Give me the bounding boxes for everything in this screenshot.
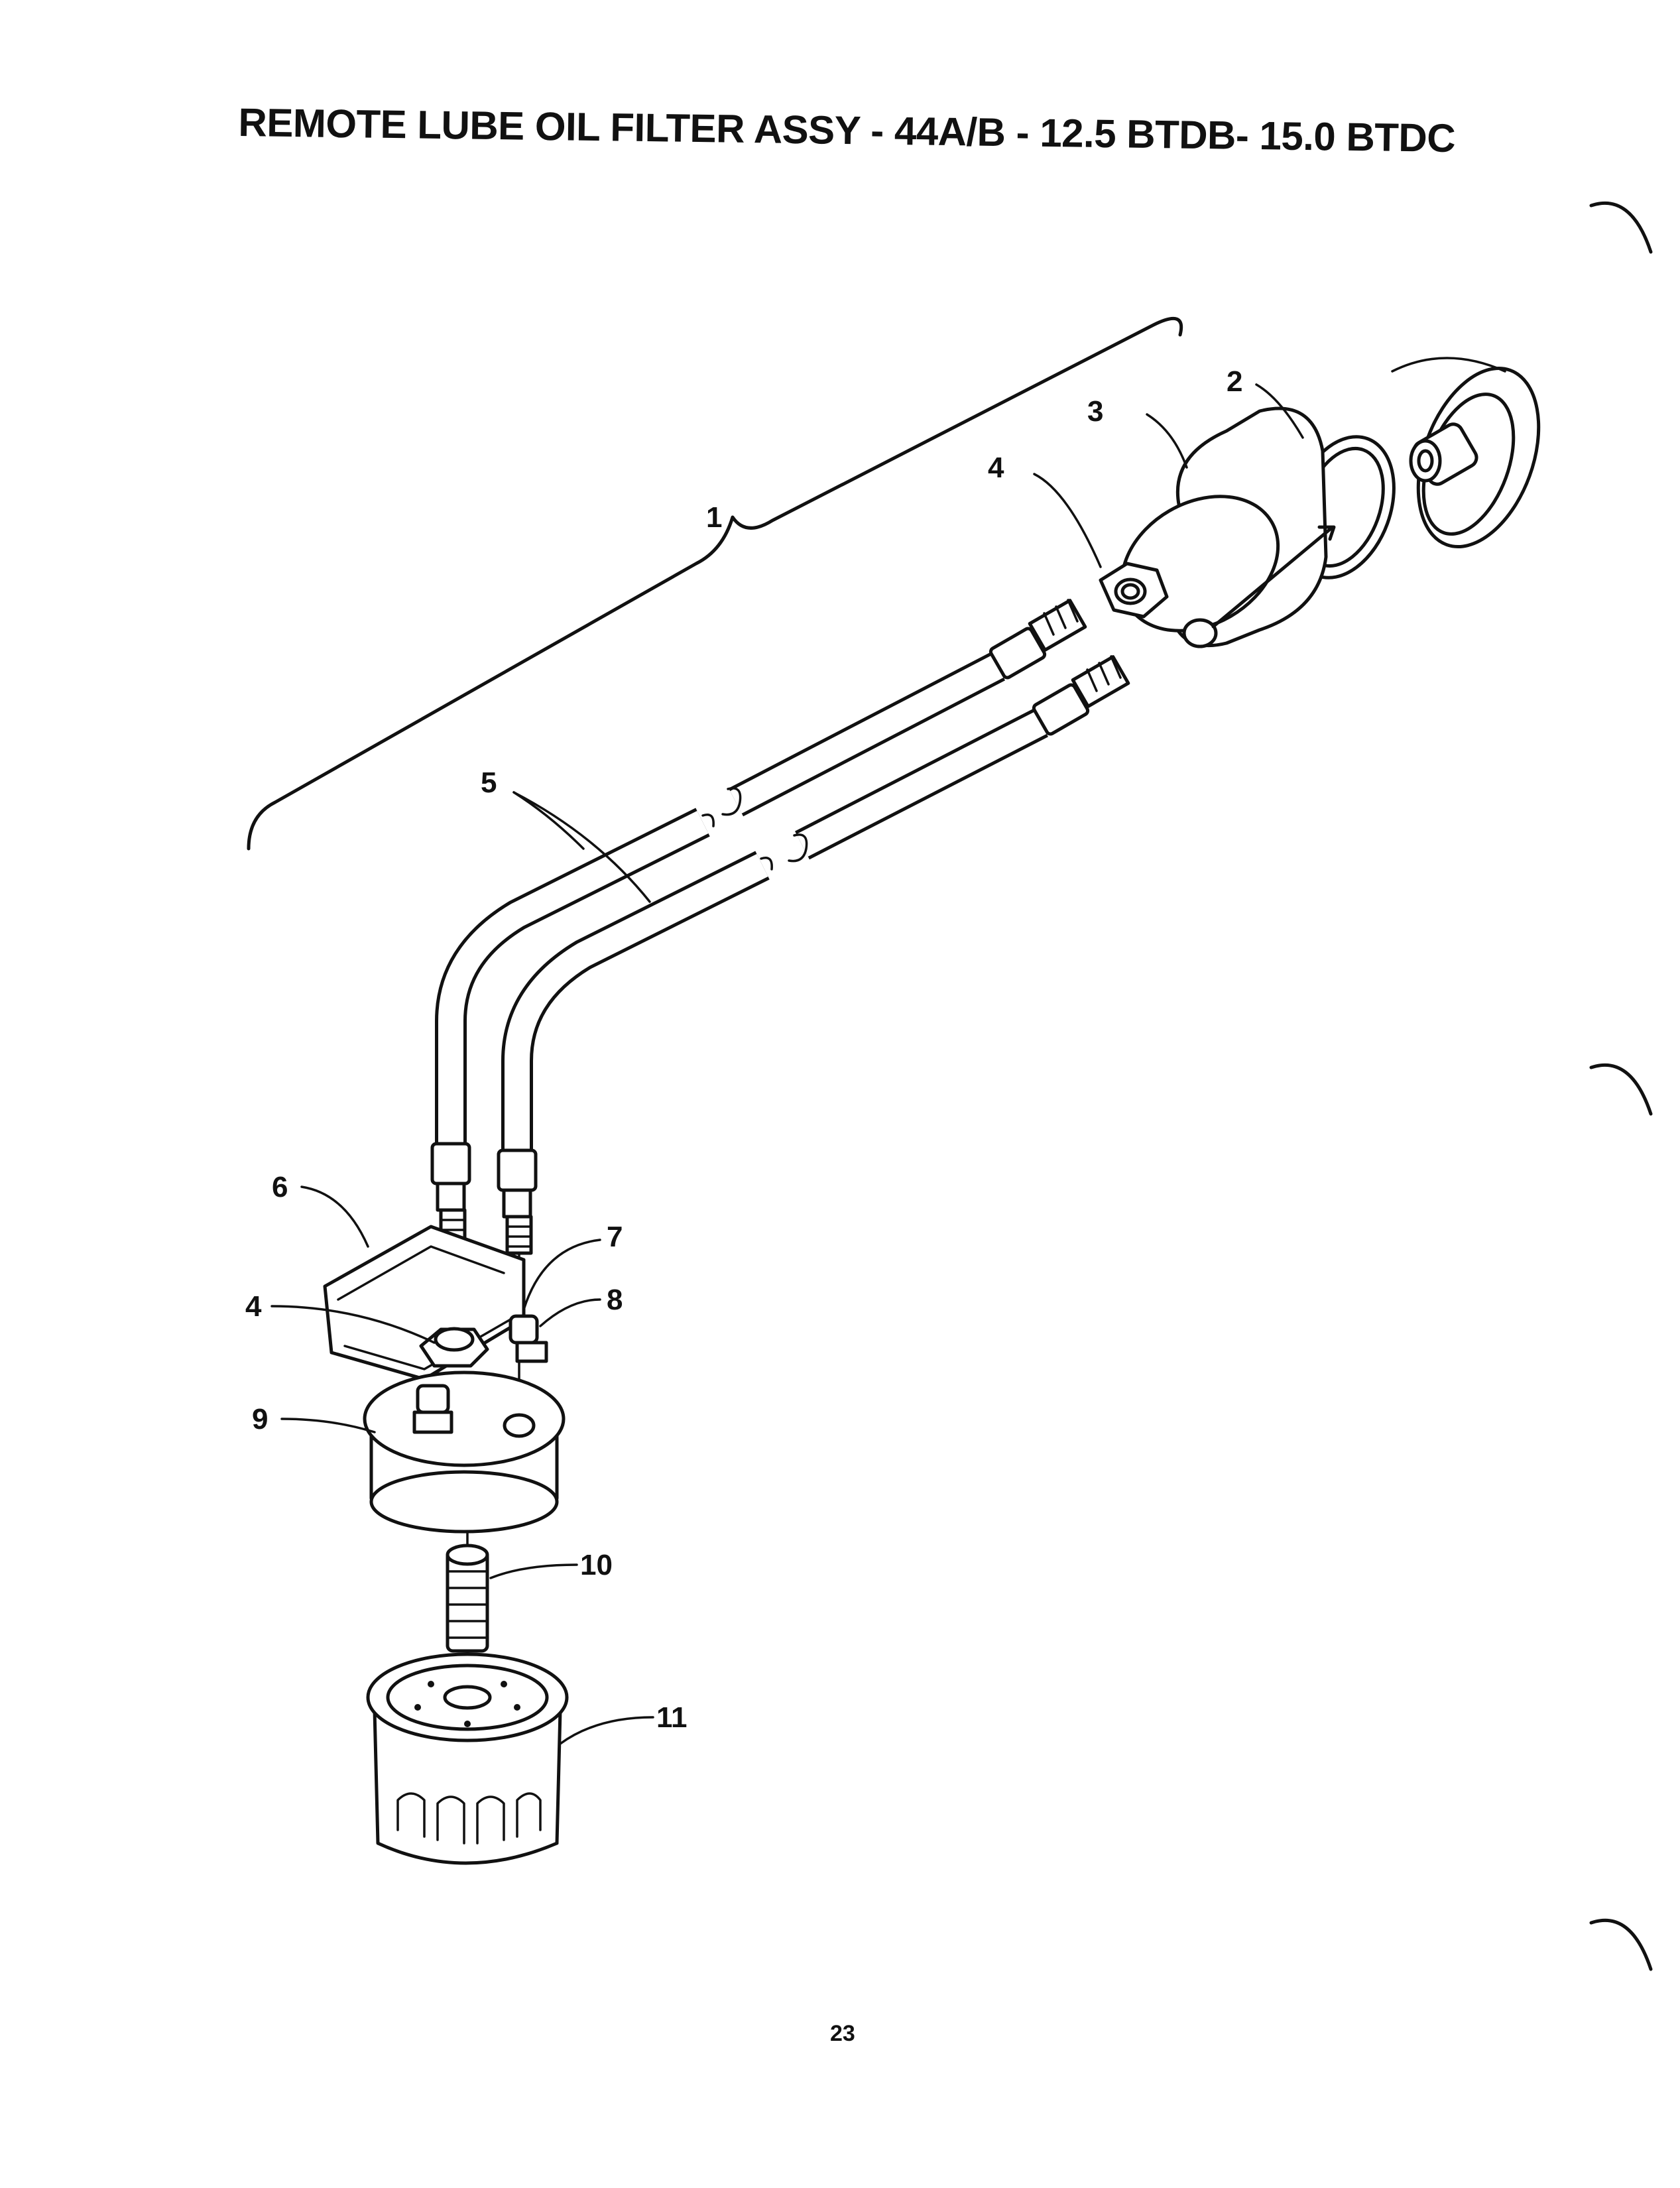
callout-10: 10 xyxy=(580,1549,613,1581)
hex-fitting-top xyxy=(1099,562,1169,619)
filter-head xyxy=(363,1314,566,1534)
callout-4-top: 4 xyxy=(988,452,1004,484)
page-number: 23 xyxy=(830,2021,855,2046)
binder-hole-marks xyxy=(1589,201,1653,1971)
hose-fittings-top xyxy=(989,599,1130,736)
callout-7: 7 xyxy=(607,1221,623,1253)
hose-upper xyxy=(435,652,1006,1147)
callout-8: 8 xyxy=(607,1284,623,1316)
leader-lines xyxy=(270,383,1304,1745)
assembly-bracket xyxy=(247,317,1183,851)
threaded-nipple xyxy=(446,1530,489,1653)
callout-1: 1 xyxy=(706,501,722,534)
callout-11: 11 xyxy=(656,1701,688,1734)
remote-adapter-block xyxy=(1120,406,1336,648)
callout-5: 5 xyxy=(481,766,497,799)
engine-adapter xyxy=(1391,357,1541,549)
hose-break-marks xyxy=(701,787,808,871)
callout-labels: 1 2 3 4 5 6 4 7 8 9 10 11 xyxy=(245,365,1242,1734)
callout-4-lower: 4 xyxy=(245,1290,262,1323)
hose-lower xyxy=(501,708,1048,1154)
oil-filter xyxy=(366,1652,569,1865)
callout-6: 6 xyxy=(272,1171,288,1203)
callout-9: 9 xyxy=(252,1403,268,1435)
callout-3: 3 xyxy=(1087,395,1103,428)
callout-2: 2 xyxy=(1227,365,1242,398)
mounting-bracket xyxy=(323,1225,526,1381)
